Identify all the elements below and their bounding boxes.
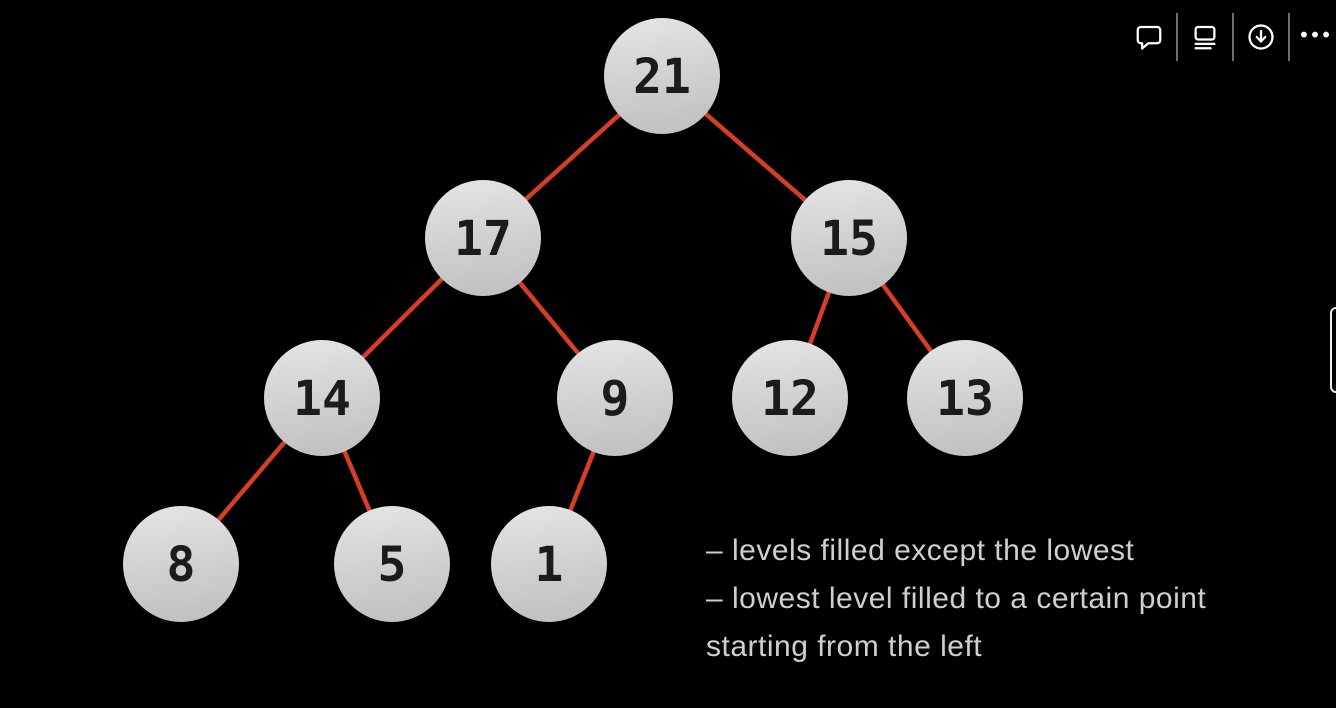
tree-node-15: 15 [791, 180, 907, 296]
tree-node-label: 17 [454, 211, 512, 267]
tree-node-label: 14 [293, 371, 351, 427]
tree-node-label: 21 [633, 49, 691, 105]
download-icon [1246, 22, 1276, 52]
transcript-button[interactable] [1182, 0, 1228, 74]
tree-node-label: 5 [378, 537, 407, 593]
more-options-button[interactable] [1294, 0, 1336, 74]
tree-node-17: 17 [425, 180, 541, 296]
transcript-icon [1190, 22, 1220, 52]
tree-node-8: 8 [123, 506, 239, 622]
tree-node-5: 5 [334, 506, 450, 622]
caption-line: – lowest level filled to a certain point [706, 582, 1207, 615]
toolbar-divider [1232, 13, 1234, 61]
toolbar-divider [1176, 13, 1178, 61]
tree-node-12: 12 [732, 340, 848, 456]
caption-line: starting from the left [706, 630, 983, 663]
player-toolbar [1126, 0, 1336, 74]
tree-node-13: 13 [907, 340, 1023, 456]
more-options-icon [1299, 22, 1331, 52]
tree-node-9: 9 [557, 340, 673, 456]
tree-node-1: 1 [491, 506, 607, 622]
tree-node-21: 21 [604, 18, 720, 134]
toolbar-divider [1288, 13, 1290, 61]
tree-node-14: 14 [264, 340, 380, 456]
tree-node-label: 15 [820, 211, 878, 267]
caption: – levels filled except the lowest – lowe… [706, 527, 1206, 671]
comment-icon [1134, 22, 1164, 52]
caption-line: – levels filled except the lowest [706, 534, 1135, 567]
comment-button[interactable] [1126, 0, 1172, 74]
tree-node-label: 8 [167, 537, 196, 593]
scrollbar-thumb[interactable] [1330, 307, 1336, 393]
tree-node-label: 12 [761, 371, 819, 427]
download-button[interactable] [1238, 0, 1284, 74]
tree-node-label: 13 [936, 371, 994, 427]
tree-node-label: 9 [601, 371, 630, 427]
tree-node-label: 1 [535, 537, 564, 593]
